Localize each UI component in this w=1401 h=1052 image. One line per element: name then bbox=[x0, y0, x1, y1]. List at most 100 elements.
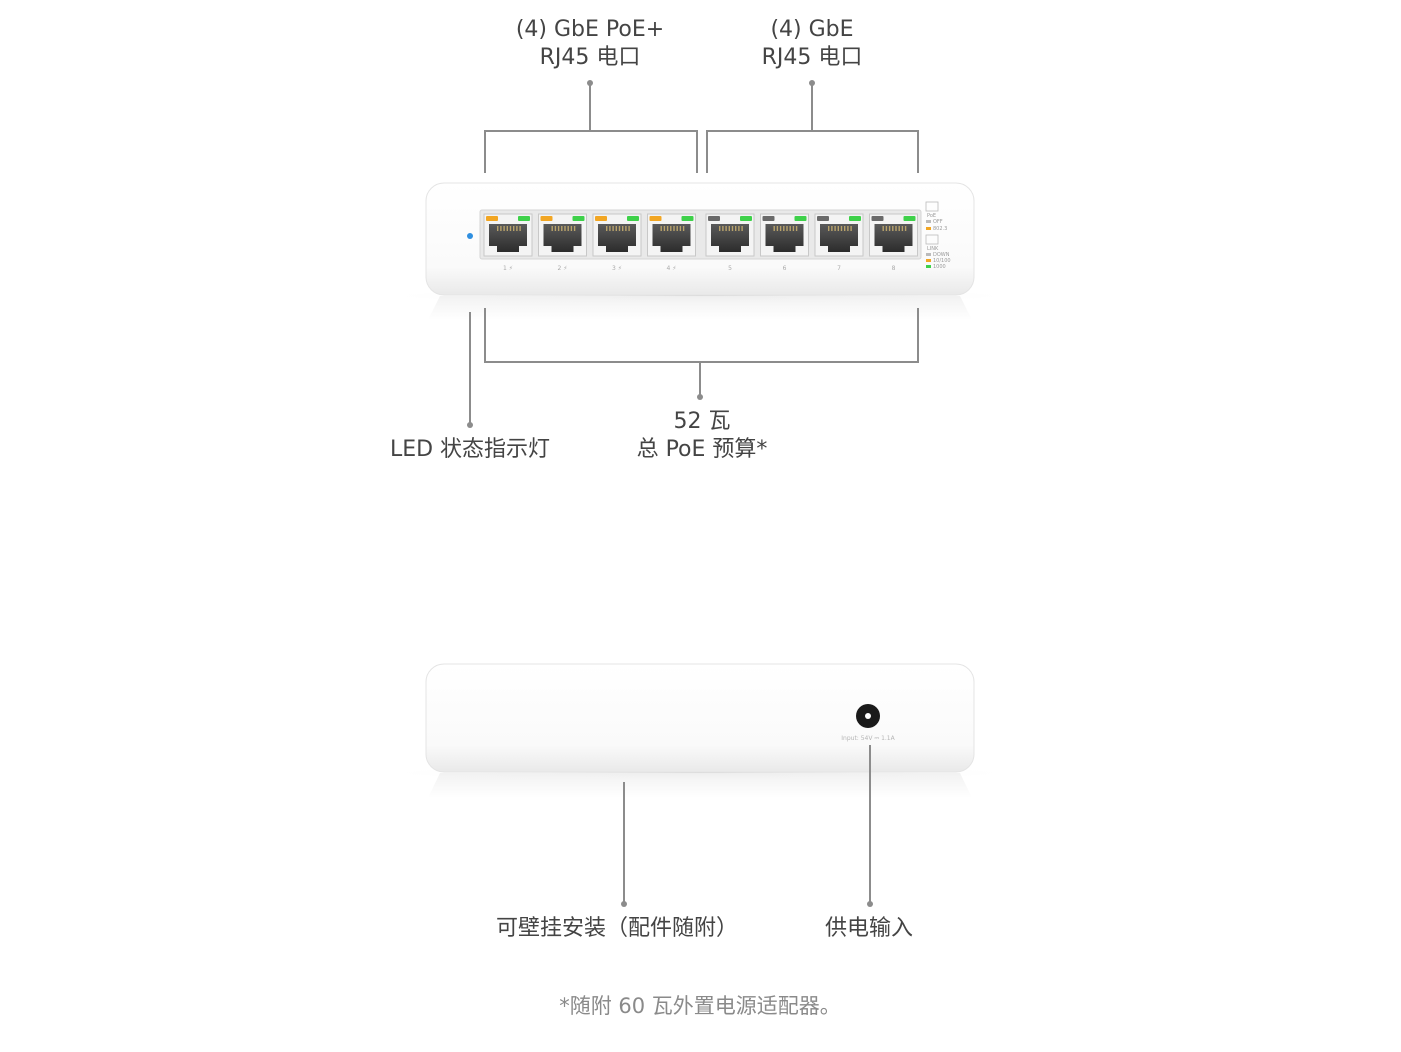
switch-front-view: 1 ⚡ 2 ⚡ 3 ⚡ 4 ⚡ 5 6 7 8 PoE OFF 802.3 LINK DOWN… bbox=[380, 182, 1020, 320]
legend-link-1000: 1000 bbox=[933, 264, 946, 270]
port-pin bbox=[783, 226, 785, 231]
legend-swatch-down bbox=[926, 253, 931, 256]
port-pin bbox=[612, 226, 614, 231]
callout-lines-back bbox=[623, 745, 871, 903]
rj45-ports: 1 ⚡ 2 ⚡ 3 ⚡ 4 ⚡ 5 6 7 8 bbox=[483, 213, 918, 272]
port-pin bbox=[904, 226, 907, 231]
poe-led bbox=[486, 216, 498, 221]
port-number: 4 ⚡ bbox=[667, 265, 677, 272]
leader-dot bbox=[621, 901, 627, 907]
legend-swatch-1000 bbox=[926, 265, 931, 268]
port-number: 2 ⚡ bbox=[558, 265, 568, 272]
port-pin bbox=[719, 226, 721, 231]
port-pin bbox=[551, 226, 553, 231]
poe-ports-bracket bbox=[484, 130, 698, 173]
leader-dot bbox=[697, 394, 703, 400]
led-status-label: LED 状态指示灯 bbox=[389, 437, 551, 462]
switch-back-view: Input: 54V ⎓ 1.1A bbox=[380, 663, 1020, 798]
callout-dots-back bbox=[621, 901, 873, 907]
port-bay bbox=[479, 209, 922, 260]
gbe-ports-bracket bbox=[706, 130, 919, 173]
port-pin bbox=[663, 226, 666, 231]
port-pin bbox=[847, 226, 849, 231]
port-pin bbox=[660, 226, 662, 231]
port-pin bbox=[682, 226, 685, 231]
rj45-port-6: 6 bbox=[760, 213, 809, 272]
rj45-port-7: 7 bbox=[814, 213, 864, 272]
port-pin bbox=[509, 226, 512, 231]
leader-dot bbox=[867, 901, 873, 907]
link-led bbox=[849, 216, 861, 221]
port-pin bbox=[731, 226, 734, 231]
poe-led bbox=[540, 216, 553, 221]
legend-link-100: 10/100 bbox=[933, 258, 951, 264]
port-number: 8 bbox=[892, 265, 896, 272]
port-number: 1 ⚡ bbox=[503, 265, 513, 272]
callout-lines-front bbox=[469, 84, 919, 424]
port-pin bbox=[506, 226, 508, 231]
device-base bbox=[428, 773, 972, 798]
port-legend: PoE OFF 802.3 LINK DOWN 10/100 1000 bbox=[925, 201, 951, 270]
port-pin bbox=[503, 226, 505, 231]
link-led bbox=[627, 216, 639, 221]
port-pin bbox=[892, 226, 894, 231]
rj45-port-1: 1 ⚡ bbox=[483, 213, 533, 272]
poe-led bbox=[708, 216, 720, 221]
port-pin bbox=[554, 226, 557, 231]
port-pin bbox=[779, 226, 782, 231]
port-pin bbox=[786, 226, 788, 231]
rj45-port-4: 4 ⚡ bbox=[647, 213, 696, 272]
leader-dot bbox=[467, 422, 473, 428]
link-led bbox=[794, 216, 807, 221]
rj45-port-8: 8 bbox=[869, 213, 918, 272]
port-pin bbox=[831, 226, 833, 231]
port-pin bbox=[735, 226, 737, 231]
port-pin bbox=[840, 226, 843, 231]
poe-led bbox=[817, 216, 829, 221]
port-pin bbox=[795, 226, 798, 231]
poe-led bbox=[871, 216, 884, 221]
rj45-port-2: 2 ⚡ bbox=[538, 213, 587, 272]
link-led bbox=[572, 216, 585, 221]
leader-dot bbox=[587, 80, 593, 86]
port-pin bbox=[792, 226, 795, 231]
legend-link-title: LINK bbox=[927, 246, 939, 252]
footnote: *随附 60 瓦外置电源适配器。 bbox=[559, 994, 841, 1018]
port-pin bbox=[516, 226, 518, 231]
poe-led bbox=[595, 216, 607, 221]
port-pin bbox=[776, 226, 779, 231]
port-number: 7 bbox=[837, 265, 841, 272]
port-pin bbox=[670, 226, 672, 231]
rj45-port-5: 5 bbox=[705, 213, 755, 272]
port-number: 5 bbox=[728, 265, 732, 272]
port-pin bbox=[844, 226, 846, 231]
port-pin bbox=[497, 226, 499, 231]
port-pin bbox=[741, 226, 743, 231]
port-pin bbox=[609, 226, 611, 231]
port-pin bbox=[557, 226, 560, 231]
port-number: 3 ⚡ bbox=[612, 265, 622, 272]
device-body bbox=[425, 663, 975, 773]
port-pin bbox=[888, 226, 891, 231]
poe-led bbox=[762, 216, 775, 221]
port-pin bbox=[676, 226, 678, 231]
port-pin bbox=[725, 226, 727, 231]
port-pin bbox=[564, 226, 566, 231]
legend-link-down: DOWN bbox=[933, 252, 950, 258]
port-pin bbox=[895, 226, 897, 231]
link-led bbox=[518, 216, 530, 221]
poe-budget-bracket bbox=[484, 308, 919, 363]
port-pin bbox=[722, 226, 724, 231]
port-pin bbox=[673, 226, 675, 231]
power-input-label: 供电输入 bbox=[824, 916, 914, 941]
legend-poe-off: OFF bbox=[933, 219, 943, 225]
port-pin bbox=[850, 226, 852, 231]
port-pin bbox=[728, 226, 730, 231]
port-pin bbox=[573, 226, 576, 231]
leader-dot bbox=[809, 80, 815, 86]
port-pin bbox=[885, 226, 888, 231]
legend-poe-802: 802.3 bbox=[933, 226, 947, 232]
port-pin bbox=[622, 226, 624, 231]
gbe-ports-label: (4) GbE RJ45 电口 bbox=[761, 17, 863, 70]
